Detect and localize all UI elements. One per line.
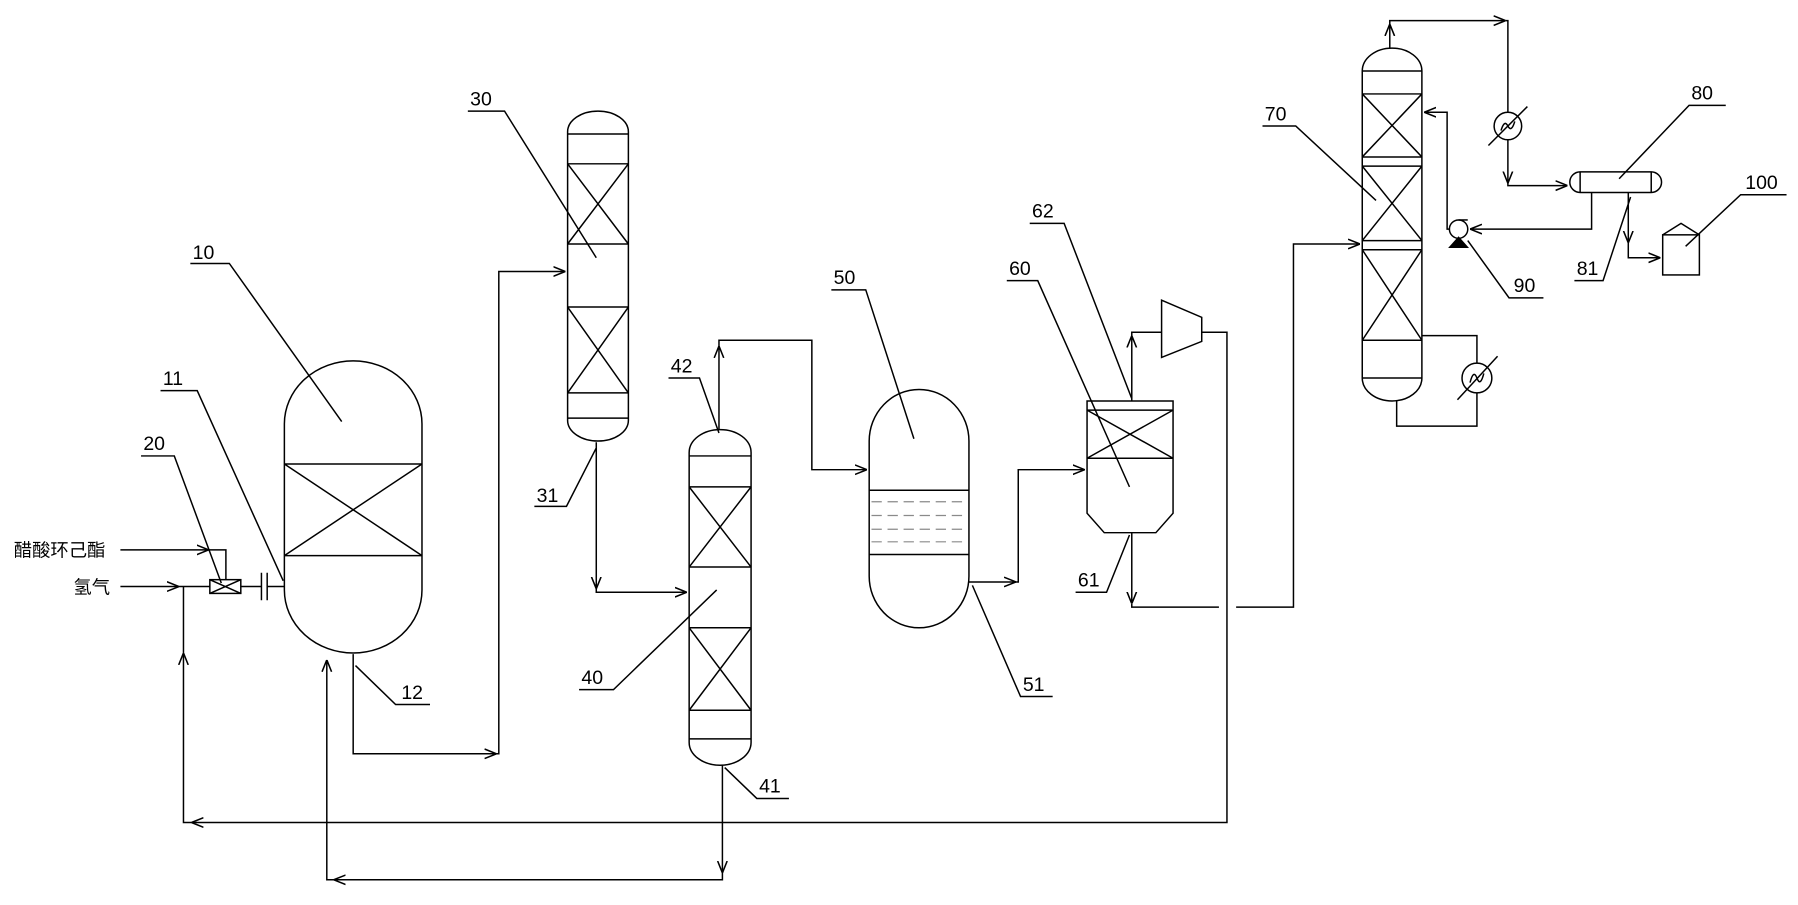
label-51: 51: [1023, 674, 1045, 696]
label-11: 11: [163, 368, 183, 390]
reflux-line-to-pump: [1470, 192, 1593, 229]
label-50: 50: [834, 267, 856, 289]
callout-31: 31: [534, 447, 597, 508]
line-41-return: [333, 872, 724, 880]
line-12-to-column-30-rise: [496, 272, 566, 755]
label-30: 30: [470, 88, 492, 110]
callout-30: 30: [467, 88, 597, 259]
flange-11: [260, 572, 268, 601]
hydrogen-recycle-line: [191, 331, 1228, 822]
label-70: 70: [1265, 103, 1287, 125]
condenser: [1487, 106, 1528, 147]
label-80: 80: [1691, 83, 1713, 105]
label-100: 100: [1745, 172, 1778, 194]
callout-51: 51: [971, 585, 1053, 698]
line-12-to-column-30: [352, 654, 496, 754]
label-10: 10: [193, 242, 215, 264]
callout-42: 42: [668, 355, 720, 434]
column-40: [688, 428, 752, 766]
callout-61: 61: [1075, 534, 1131, 594]
callout-12: 12: [354, 665, 431, 706]
label-31: 31: [537, 485, 559, 507]
label-20: 20: [143, 433, 165, 455]
line-51-to-vessel-60: [1015, 470, 1085, 583]
column-30: [566, 110, 630, 442]
label-81: 81: [1577, 258, 1599, 280]
callout-10: 10: [190, 242, 343, 423]
mixer-20: [209, 578, 242, 595]
callout-41: 41: [724, 766, 789, 800]
line-41-to-reactor: [327, 659, 334, 881]
reboiler-inlet-line: [1421, 334, 1478, 364]
callout-80: 80: [1618, 83, 1726, 180]
separator-60: [1086, 400, 1174, 534]
callout-20: 20: [141, 433, 223, 584]
callout-100: 100: [1685, 172, 1787, 247]
callout-60: 60: [1006, 258, 1131, 488]
reboiler-return-line: [1395, 392, 1478, 427]
column-70: [1361, 47, 1423, 402]
line-42-to-vessel-50: [718, 339, 867, 469]
line-61-to-column-70: [1236, 244, 1360, 608]
callout-70: 70: [1262, 103, 1377, 202]
reflux-line-to-column-70: [1424, 112, 1450, 230]
compressor: [1160, 299, 1203, 359]
callout-90: 90: [1467, 240, 1544, 299]
overhead-line-down: [1505, 19, 1509, 113]
condensate-to-drum-80: [1507, 183, 1568, 185]
line-81-to-tank: [1627, 242, 1661, 258]
overhead-line-across: [1389, 21, 1506, 24]
line-62-to-compressor: [1131, 331, 1162, 336]
label-42: 42: [671, 355, 693, 377]
label-41: 41: [759, 776, 781, 798]
callout-81: 81: [1574, 196, 1632, 282]
label-60: 60: [1009, 258, 1031, 280]
label-40: 40: [581, 667, 603, 689]
label-62: 62: [1032, 201, 1054, 223]
line-31-to-column-40: [595, 589, 687, 592]
feed-line-cyclohexyl-acetate-drop: [208, 549, 227, 580]
label-61: 61: [1078, 570, 1100, 592]
tank-100: [1661, 222, 1701, 276]
callout-50: 50: [831, 267, 915, 439]
callout-62: 62: [1029, 201, 1133, 399]
line-61-horizontal: [1131, 603, 1219, 608]
label-12: 12: [401, 682, 423, 704]
reactor-10: [283, 360, 423, 654]
feed-label-cyclohexyl-acetate: 醋酸环己酯: [14, 540, 106, 561]
callout-11: 11: [160, 368, 284, 582]
reflux-drum-80: [1569, 171, 1663, 194]
hydrogen-recycle-rise: [183, 652, 192, 824]
label-90: 90: [1514, 275, 1536, 297]
pump-90: [1448, 219, 1470, 249]
feed-label-hydrogen: 氢气: [73, 576, 110, 597]
callout-40: 40: [579, 589, 718, 691]
vessel-50: [868, 388, 970, 629]
